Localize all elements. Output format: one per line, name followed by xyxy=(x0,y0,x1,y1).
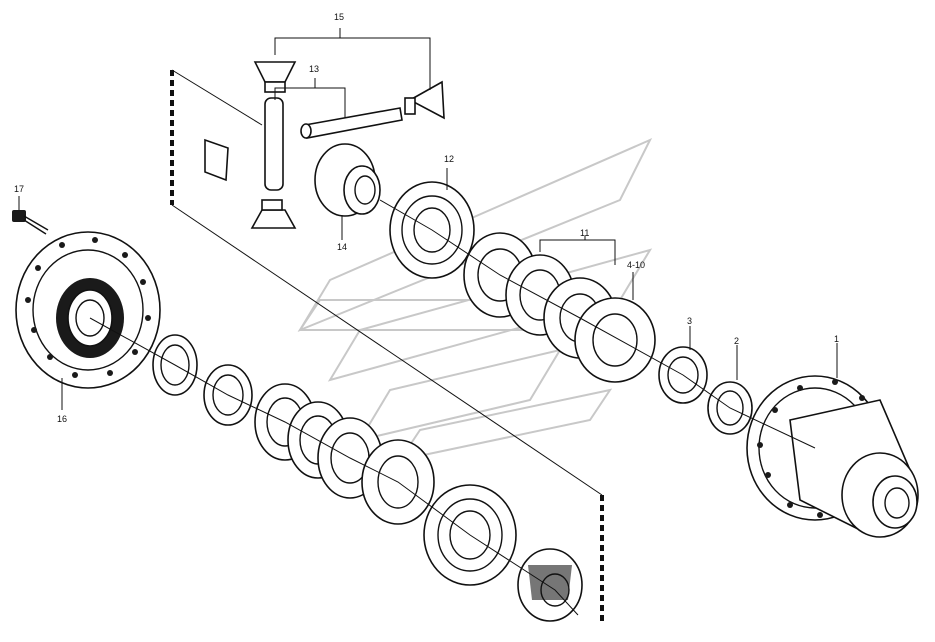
callout-15: 15 xyxy=(334,12,344,22)
part-4-10-disc-stack xyxy=(543,277,656,383)
callout-17: 17 xyxy=(14,184,24,194)
callout-3: 3 xyxy=(687,316,692,326)
assembly-axis-upper xyxy=(379,199,816,449)
callout-16: 16 xyxy=(57,414,67,424)
callout-12: 12 xyxy=(444,154,454,164)
callout-14: 14 xyxy=(337,242,347,252)
assembly-bracket xyxy=(170,69,604,625)
callout-4-10: 4-10 xyxy=(627,260,645,270)
callout-1: 1 xyxy=(834,334,839,344)
part-14-splined-hub xyxy=(314,143,381,217)
part-13-cross-shafts xyxy=(264,97,403,191)
assembly-axis xyxy=(89,317,579,616)
callout-11: 11 xyxy=(580,228,589,238)
leader-lines xyxy=(18,28,838,410)
part-15-pinion-gears xyxy=(204,61,445,229)
part-16-housing-flange xyxy=(15,231,161,389)
left-clutch-discs xyxy=(254,383,435,525)
part-1-housing xyxy=(746,375,919,538)
part-17-bolt xyxy=(12,210,49,235)
left-side-gear xyxy=(517,548,583,622)
callout-2: 2 xyxy=(734,336,739,346)
callout-13: 13 xyxy=(309,64,319,74)
